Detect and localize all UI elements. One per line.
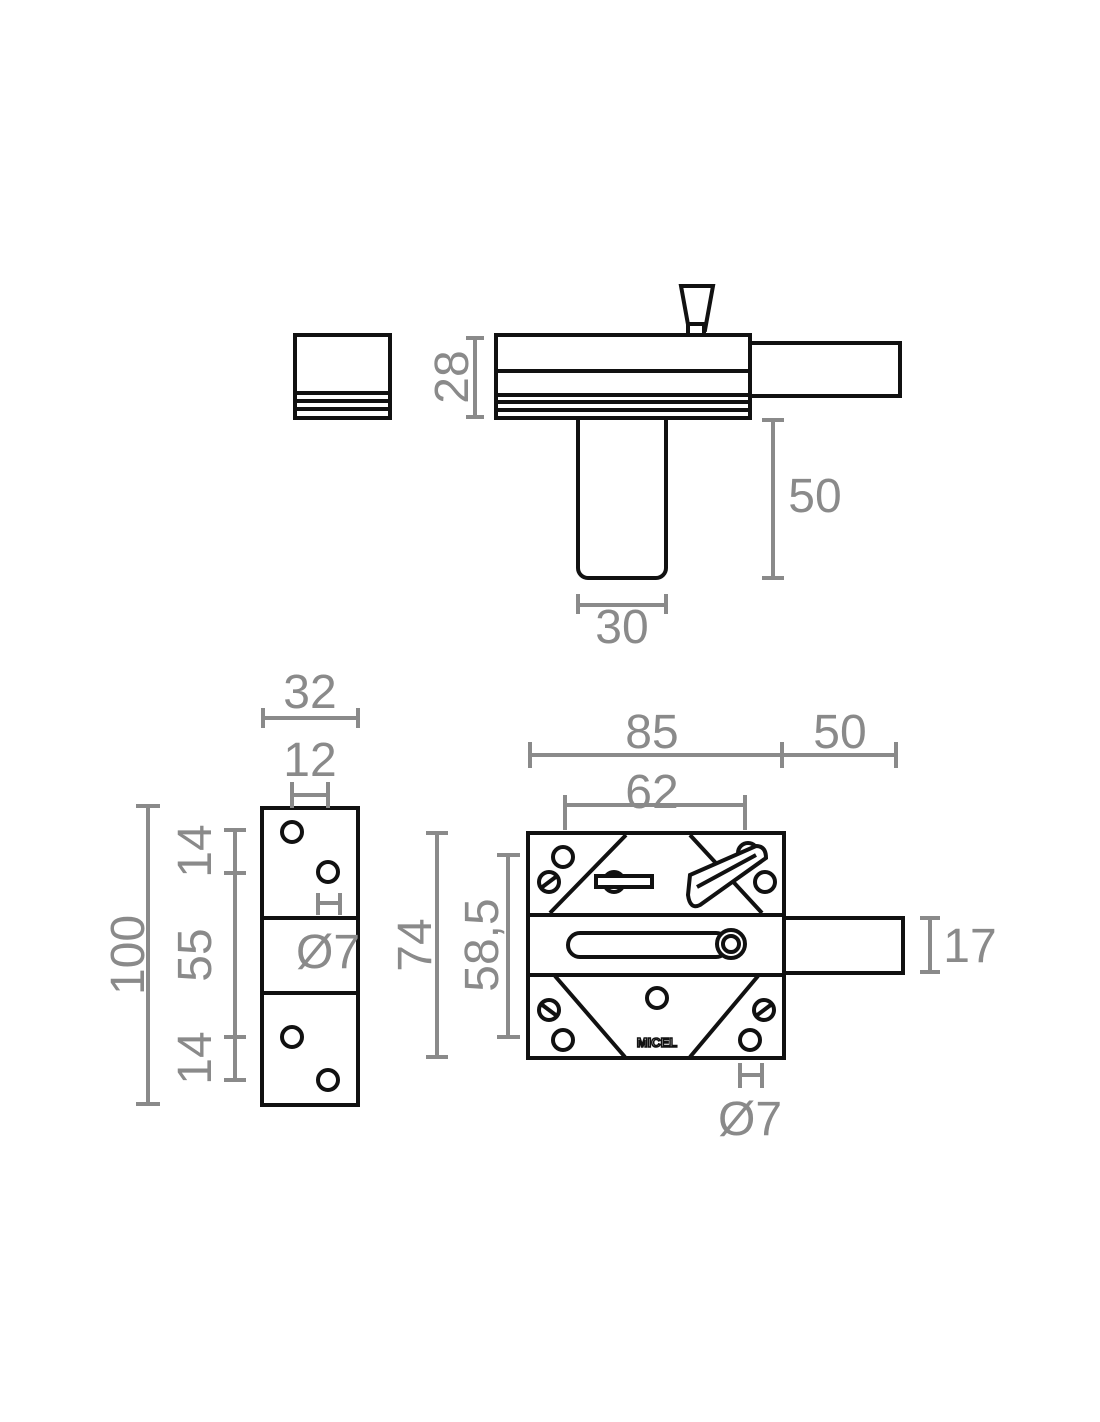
screw-hole: [738, 1028, 762, 1052]
dim-line-hole: [738, 1063, 764, 1088]
side-view: 32 12 Ø7 100 14 55 14: [102, 666, 360, 1107]
screw-slotted: [753, 870, 777, 894]
dim-line-74: [426, 831, 448, 1059]
dim-label-14-top: 14: [169, 824, 222, 877]
screw-slot: [754, 1002, 774, 1018]
dim-label-12: 12: [283, 734, 336, 787]
dim-label-14-bottom: 14: [169, 1031, 222, 1084]
dim-line-100: [136, 804, 160, 1106]
lock-body-top: [494, 333, 752, 420]
bolt-slot: [566, 931, 730, 959]
center-hole: [645, 986, 669, 1010]
dim-label-100: 100: [102, 915, 155, 995]
brand-logo: MICEL: [637, 1035, 678, 1050]
dim-label-hole: Ø7: [296, 926, 360, 979]
dim-label-62: 62: [625, 766, 678, 819]
dim-line-32: [261, 708, 360, 728]
body-stripes: [496, 369, 750, 412]
side-plate: [260, 806, 360, 1107]
screw-slot: [539, 1002, 559, 1018]
dim-line-28: [466, 336, 484, 419]
lever-highlight: [696, 853, 757, 889]
side-divisions: [262, 916, 358, 995]
bolt-top: [748, 341, 902, 398]
bolt-front: [782, 916, 905, 975]
latch-bar: [594, 874, 654, 889]
screw-slot: [539, 874, 559, 890]
screw-hole: [551, 845, 575, 869]
dim-label-50: 50: [813, 706, 866, 759]
knob-stem: [686, 322, 706, 337]
dim-line-58-5: [497, 853, 520, 1039]
hole: [316, 860, 340, 884]
dim-label-85: 85: [625, 706, 678, 759]
dim-label-32: 32: [283, 666, 336, 719]
hole: [316, 1068, 340, 1092]
dim-label-55: 55: [169, 928, 222, 981]
keeper-block: [293, 333, 392, 420]
leg: [576, 408, 668, 580]
dim-line-hole: [316, 893, 342, 915]
dim-label-hole: Ø7: [718, 1093, 782, 1146]
front-view: MICEL 85 50 62 74 58,5 17 Ø7: [389, 706, 997, 1146]
dim-line-50: [762, 418, 784, 580]
dim-line-17: [920, 916, 940, 974]
keeper-stripes: [295, 391, 390, 411]
dim-label-30: 30: [595, 601, 648, 654]
dim-line-62: [563, 795, 747, 830]
top-view: 28 50 30: [293, 284, 902, 654]
dim-label-58-5: 58,5: [456, 898, 509, 991]
hole: [280, 1025, 304, 1049]
dim-label-17: 17: [943, 920, 996, 973]
dim-label-74: 74: [389, 918, 442, 971]
dim-line-85-50: [528, 742, 898, 768]
bolt-knob: [721, 934, 741, 954]
dim-line-30: [576, 594, 668, 614]
dim-line-12: [290, 782, 330, 808]
dim-label-50: 50: [788, 470, 841, 523]
hole: [280, 820, 304, 844]
dim-line-segments: [224, 828, 246, 1082]
screw-hole: [551, 1028, 575, 1052]
dim-label-28: 28: [426, 350, 479, 403]
